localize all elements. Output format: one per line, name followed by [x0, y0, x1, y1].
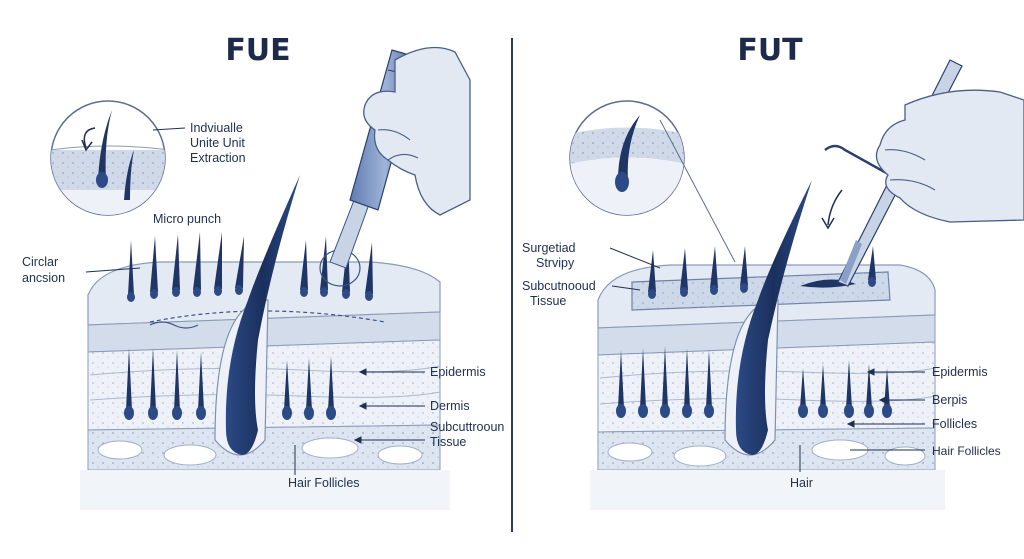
fue-inset-label-line1: Indviualle [190, 121, 243, 135]
fut-hair-label: Hair [790, 476, 813, 490]
fue-inset-label-line3: Extraction [190, 151, 246, 165]
fut-strip-label-line1: Surgetiad [522, 241, 576, 255]
fut-panel: FUT [522, 33, 1024, 510]
fue-deep-follicles [124, 348, 336, 420]
fut-inset [569, 100, 736, 263]
fue-layer-label-3: Subcuttrooun [430, 420, 504, 434]
fut-layer-label-1: Epidermis [932, 365, 988, 379]
fut-hand [875, 89, 1024, 223]
fue-incision-label-line1: Circlar [22, 255, 58, 269]
fue-panel: FUE [22, 33, 504, 510]
fut-layer-label-3: Follicles [932, 417, 977, 431]
fut-deep-follicles [616, 346, 892, 418]
fut-tissue-label-line1: Subcutnooud [522, 279, 596, 293]
fut-layer-leaders [799, 368, 925, 472]
fut-central-hair [724, 180, 843, 456]
fut-layer-label-4: Hair Follicles [932, 444, 1001, 458]
fut-tissue-label-line2: Tissue [530, 294, 566, 308]
fue-layer-label-1: Epidermis [430, 365, 486, 379]
fue-micro-punch-label: Micro punch [153, 212, 221, 226]
fut-tissue-leader [611, 285, 641, 291]
fue-hand [363, 46, 471, 216]
fue-central-hair [214, 175, 300, 456]
fue-surface-hairs [127, 232, 373, 302]
fue-layer-label-4: Tissue [430, 435, 466, 449]
fue-title: FUE [225, 33, 290, 68]
fue-follicle-label: Hair Follicles [288, 476, 360, 490]
fue-inset-label-line2: Unite Unit [190, 136, 245, 150]
fue-inset [50, 100, 186, 216]
fut-layer-label-2: Berpis [932, 393, 967, 407]
fut-strip-hairs [648, 246, 876, 299]
fut-title: FUT [737, 33, 803, 68]
fue-layer-label-2: Dermis [430, 399, 470, 413]
fue-incision-label-line2: ancsion [22, 271, 65, 285]
fue-layer-leaders [294, 368, 425, 475]
fue-incision-leader [85, 267, 141, 273]
fut-strip-label-line2: Strvipy [536, 256, 575, 270]
fut-strip-leader [609, 247, 661, 269]
